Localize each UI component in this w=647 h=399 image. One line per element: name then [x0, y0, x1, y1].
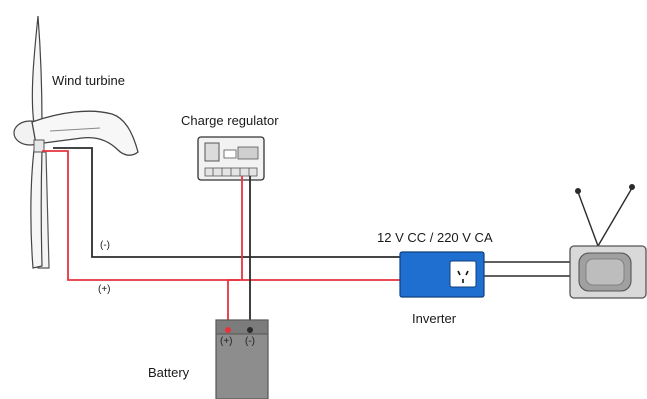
charge-regulator-icon — [197, 136, 265, 181]
converter-spec-label: 12 V CC / 220 V CA — [377, 230, 493, 245]
wind-turbine-label: Wind turbine — [52, 73, 125, 88]
wiring — [42, 147, 570, 332]
inverter-label: Inverter — [412, 311, 457, 326]
television-icon — [569, 184, 647, 299]
charge-regulator-label: Charge regulator — [181, 113, 279, 128]
inverter-icon — [399, 251, 485, 298]
battery-icon — [215, 319, 269, 399]
power-outlet-icon — [449, 260, 477, 288]
positive-wire-label: (+) — [98, 284, 111, 295]
battery-label: Battery — [148, 365, 190, 380]
negative-wire-label: (-) — [100, 240, 110, 251]
negative-wire — [53, 147, 400, 258]
battery-negative-label: (-) — [245, 336, 255, 347]
battery-positive-wire — [227, 279, 240, 332]
battery-positive-label: (+) — [220, 336, 233, 347]
wind-turbine-icon — [13, 15, 139, 269]
